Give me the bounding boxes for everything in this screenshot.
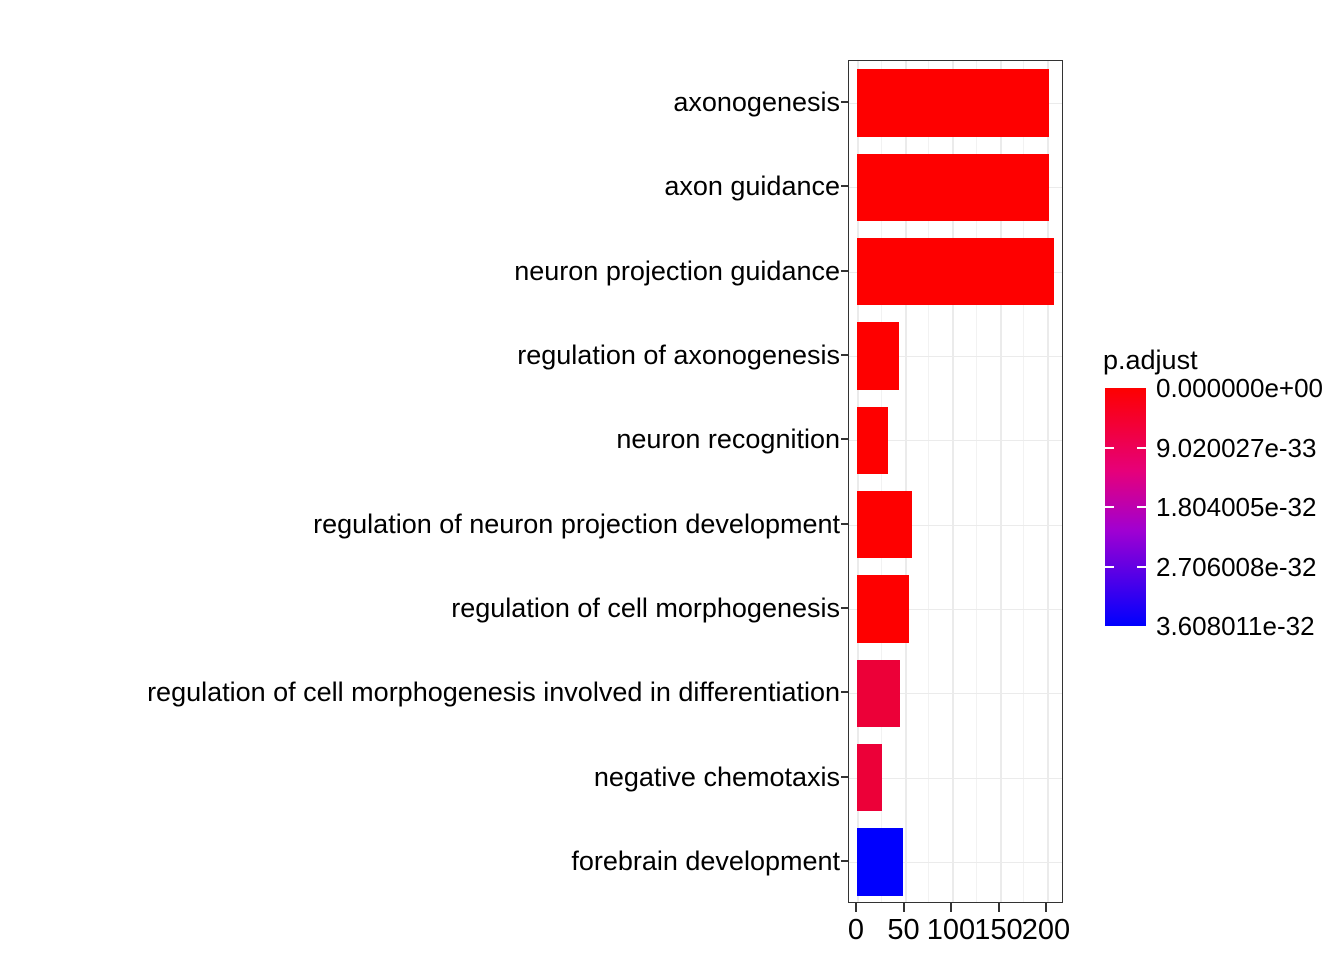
x-axis-tick [902,903,905,912]
legend-tick [1105,506,1114,508]
y-axis-tick [841,859,848,862]
bar[interactable] [857,828,903,896]
gridline-major-vertical [952,61,954,902]
legend-title: p.adjust [1103,345,1198,375]
y-axis-label: axon guidance [664,171,840,202]
x-axis-tick-label: 150 [974,914,1023,946]
y-axis-tick [841,691,848,694]
gridline-horizontal [849,777,1062,779]
bar[interactable] [857,406,889,475]
y-axis-tick [841,354,848,357]
y-axis-tick [841,185,848,188]
legend-label: 1.804005e-32 [1156,492,1317,522]
legend: p.adjust 0.000000e+00 9.020027e-33 1.80400… [1100,345,1344,640]
y-axis-label: regulation of axonogenesis [517,340,840,371]
bar[interactable] [857,575,910,643]
x-axis-tick-label: 0 [847,914,865,946]
gridline-minor-vertical [928,61,930,902]
x-axis-tick-label: 50 [887,914,920,946]
x-axis-tick [997,903,1000,912]
y-axis-tick [841,606,848,609]
bar[interactable] [857,238,1054,306]
plot-panel [848,60,1063,903]
gridline-major-vertical [857,61,859,902]
y-axis-tick [841,101,848,104]
legend-tick [1105,446,1114,449]
legend-label: 3.608011e-32 [1156,611,1315,641]
legend-label: 9.020027e-33 [1156,432,1317,463]
gridline-minor-vertical [975,61,977,902]
y-axis: axonogenesis axon guidance neuron projecti… [0,60,848,903]
bar[interactable] [857,659,900,727]
x-axis-tick [1045,903,1047,912]
gridline-horizontal [849,524,1062,526]
y-axis-label: neuron recognition [616,424,840,455]
y-axis-tick [841,438,848,441]
gridline-horizontal [849,356,1062,358]
gridline-minor-vertical [880,61,882,902]
bar[interactable] [857,490,913,559]
bar[interactable] [857,743,882,812]
y-axis-label: forebrain development [571,845,840,876]
gridline-major-vertical [999,61,1002,902]
y-axis-tick [841,269,848,272]
legend-tick [1137,446,1146,449]
gridline-minor-vertical [1023,61,1025,902]
legend-tick [1137,565,1146,568]
y-axis-label: axonogenesis [673,87,840,118]
gridline-horizontal [849,861,1062,863]
y-axis-label: neuron projection guidance [514,255,840,286]
gridline-major-vertical [1047,61,1049,902]
legend-label: 2.706008e-32 [1156,551,1317,582]
y-axis-label: regulation of cell morphogenesis involve… [147,677,840,708]
bar[interactable] [857,153,1049,222]
y-axis-tick [841,522,848,525]
bar[interactable] [857,69,1049,137]
x-axis-tick [950,903,952,912]
bar[interactable] [857,322,899,390]
legend-label: 0.000000e+00 [1156,373,1324,403]
gridline-major-vertical [904,61,907,902]
legend-tick [1137,506,1146,508]
gridline-horizontal [849,693,1062,695]
gridline-horizontal [849,608,1062,610]
gridline-horizontal [849,440,1062,442]
y-axis-tick [841,775,848,778]
y-axis-label: regulation of neuron projection developm… [313,508,840,539]
x-axis-tick-label: 200 [1021,914,1071,946]
legend-colorbar [1105,388,1146,626]
x-axis-tick [855,903,857,912]
y-axis-label: negative chemotaxis [593,761,840,792]
x-axis-tick-label: 100 [926,914,976,946]
y-axis-label: regulation of cell morphogenesis [451,592,840,623]
legend-tick [1105,565,1114,568]
